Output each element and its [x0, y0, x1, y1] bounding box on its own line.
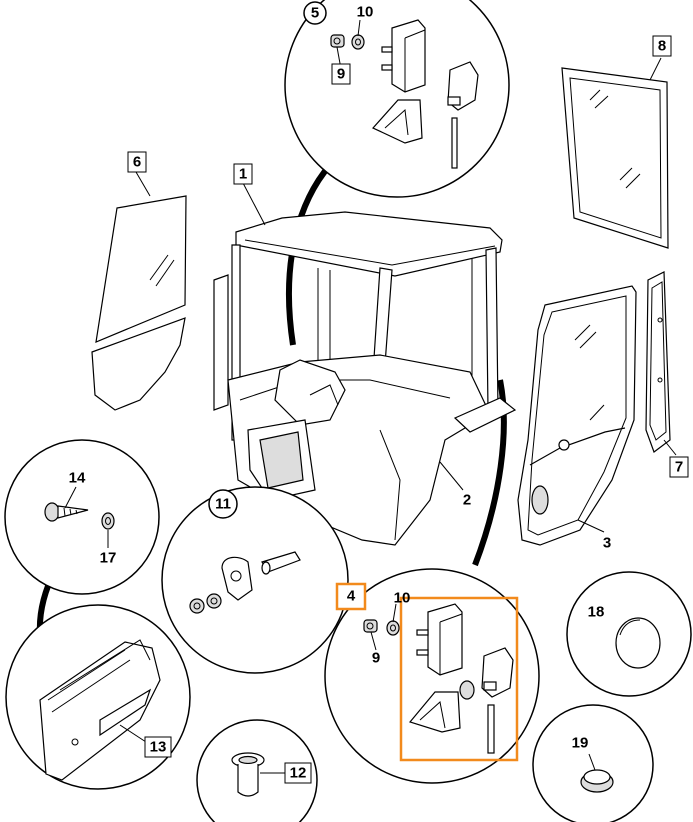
callout-9-bottom[interactable]: 9: [372, 650, 380, 667]
window-7: [645, 271, 671, 453]
callout-3[interactable]: 3: [603, 535, 611, 552]
callout-10-top[interactable]: 10: [357, 4, 374, 21]
washer-17: [101, 512, 115, 530]
svg-text:14: 14: [69, 470, 86, 487]
hinge-bracket-bottom: [416, 603, 463, 676]
svg-text:2: 2: [463, 492, 471, 509]
callout-10-bottom[interactable]: 10: [394, 590, 411, 607]
hinge-plate-top: [372, 99, 423, 144]
callout-7[interactable]: 7: [669, 456, 689, 478]
svg-text:1: 1: [239, 166, 247, 183]
callout-14[interactable]: 14: [69, 470, 86, 487]
svg-text:9: 9: [337, 66, 345, 83]
washer-10-top: [351, 34, 365, 50]
callout-5[interactable]: 5: [303, 1, 327, 25]
svg-text:10: 10: [357, 4, 374, 21]
detail-circle-18: [566, 571, 692, 697]
washer-10-bottom: [386, 620, 400, 636]
nut-11: [189, 593, 222, 614]
callout-2[interactable]: 2: [463, 492, 471, 509]
svg-text:8: 8: [658, 38, 666, 55]
svg-text:5: 5: [311, 5, 319, 22]
hinge-half-top: [447, 61, 479, 111]
callout-17[interactable]: 17: [100, 550, 117, 567]
nut-9-top: [330, 34, 345, 48]
callout-11[interactable]: 11: [208, 489, 238, 519]
detail-circle-13: [5, 604, 191, 790]
cab-frame-1: [213, 211, 517, 546]
cap-18: [615, 617, 661, 669]
svg-text:3: 3: [603, 535, 611, 552]
nut-9-bottom: [363, 619, 378, 633]
svg-text:17: 17: [100, 550, 117, 567]
callout-9-top[interactable]: 9: [331, 63, 351, 85]
panel-13: [39, 639, 161, 781]
latch-11: [221, 551, 301, 601]
detail-circle-12: [196, 719, 318, 822]
svg-text:7: 7: [675, 459, 683, 476]
detail-circle-14: [4, 439, 160, 595]
hinge-bracket-top: [381, 19, 426, 93]
callout-6[interactable]: 6: [127, 151, 147, 173]
bushing-bottom: [459, 680, 475, 700]
callout-1[interactable]: 1: [233, 163, 253, 185]
svg-text:13: 13: [150, 739, 167, 756]
svg-text:11: 11: [215, 496, 231, 513]
svg-text:18: 18: [588, 604, 605, 621]
door-3: [517, 285, 637, 546]
svg-text:19: 19: [572, 735, 589, 752]
detail-circle-4: [324, 568, 540, 784]
screw-14: [44, 502, 89, 522]
svg-text:12: 12: [290, 765, 307, 782]
hinge-half-bottom: [481, 647, 514, 698]
svg-text:4: 4: [347, 588, 356, 605]
hinge-pin-bottom: [487, 704, 495, 754]
highlight-box: [399, 596, 519, 762]
hinge-plate-bottom: [408, 691, 461, 733]
hinge-pin-top: [451, 117, 458, 169]
detail-circle-11: [161, 486, 349, 674]
callout-12[interactable]: 12: [284, 762, 312, 784]
window-8: [561, 67, 669, 249]
callout-19[interactable]: 19: [572, 735, 589, 752]
callout-8[interactable]: 8: [652, 35, 672, 57]
svg-text:10: 10: [394, 590, 411, 607]
callout-13[interactable]: 13: [144, 736, 172, 758]
callout-18[interactable]: 18: [588, 604, 605, 621]
grommet-12: [231, 752, 265, 797]
detail-circle-5: [284, 0, 510, 198]
plug-19: [580, 769, 614, 793]
leader-4-to-cab: [472, 379, 507, 567]
svg-text:9: 9: [372, 650, 380, 667]
svg-text:6: 6: [133, 154, 141, 171]
callout-4[interactable]: 4: [335, 582, 367, 611]
window-6: [91, 195, 187, 411]
